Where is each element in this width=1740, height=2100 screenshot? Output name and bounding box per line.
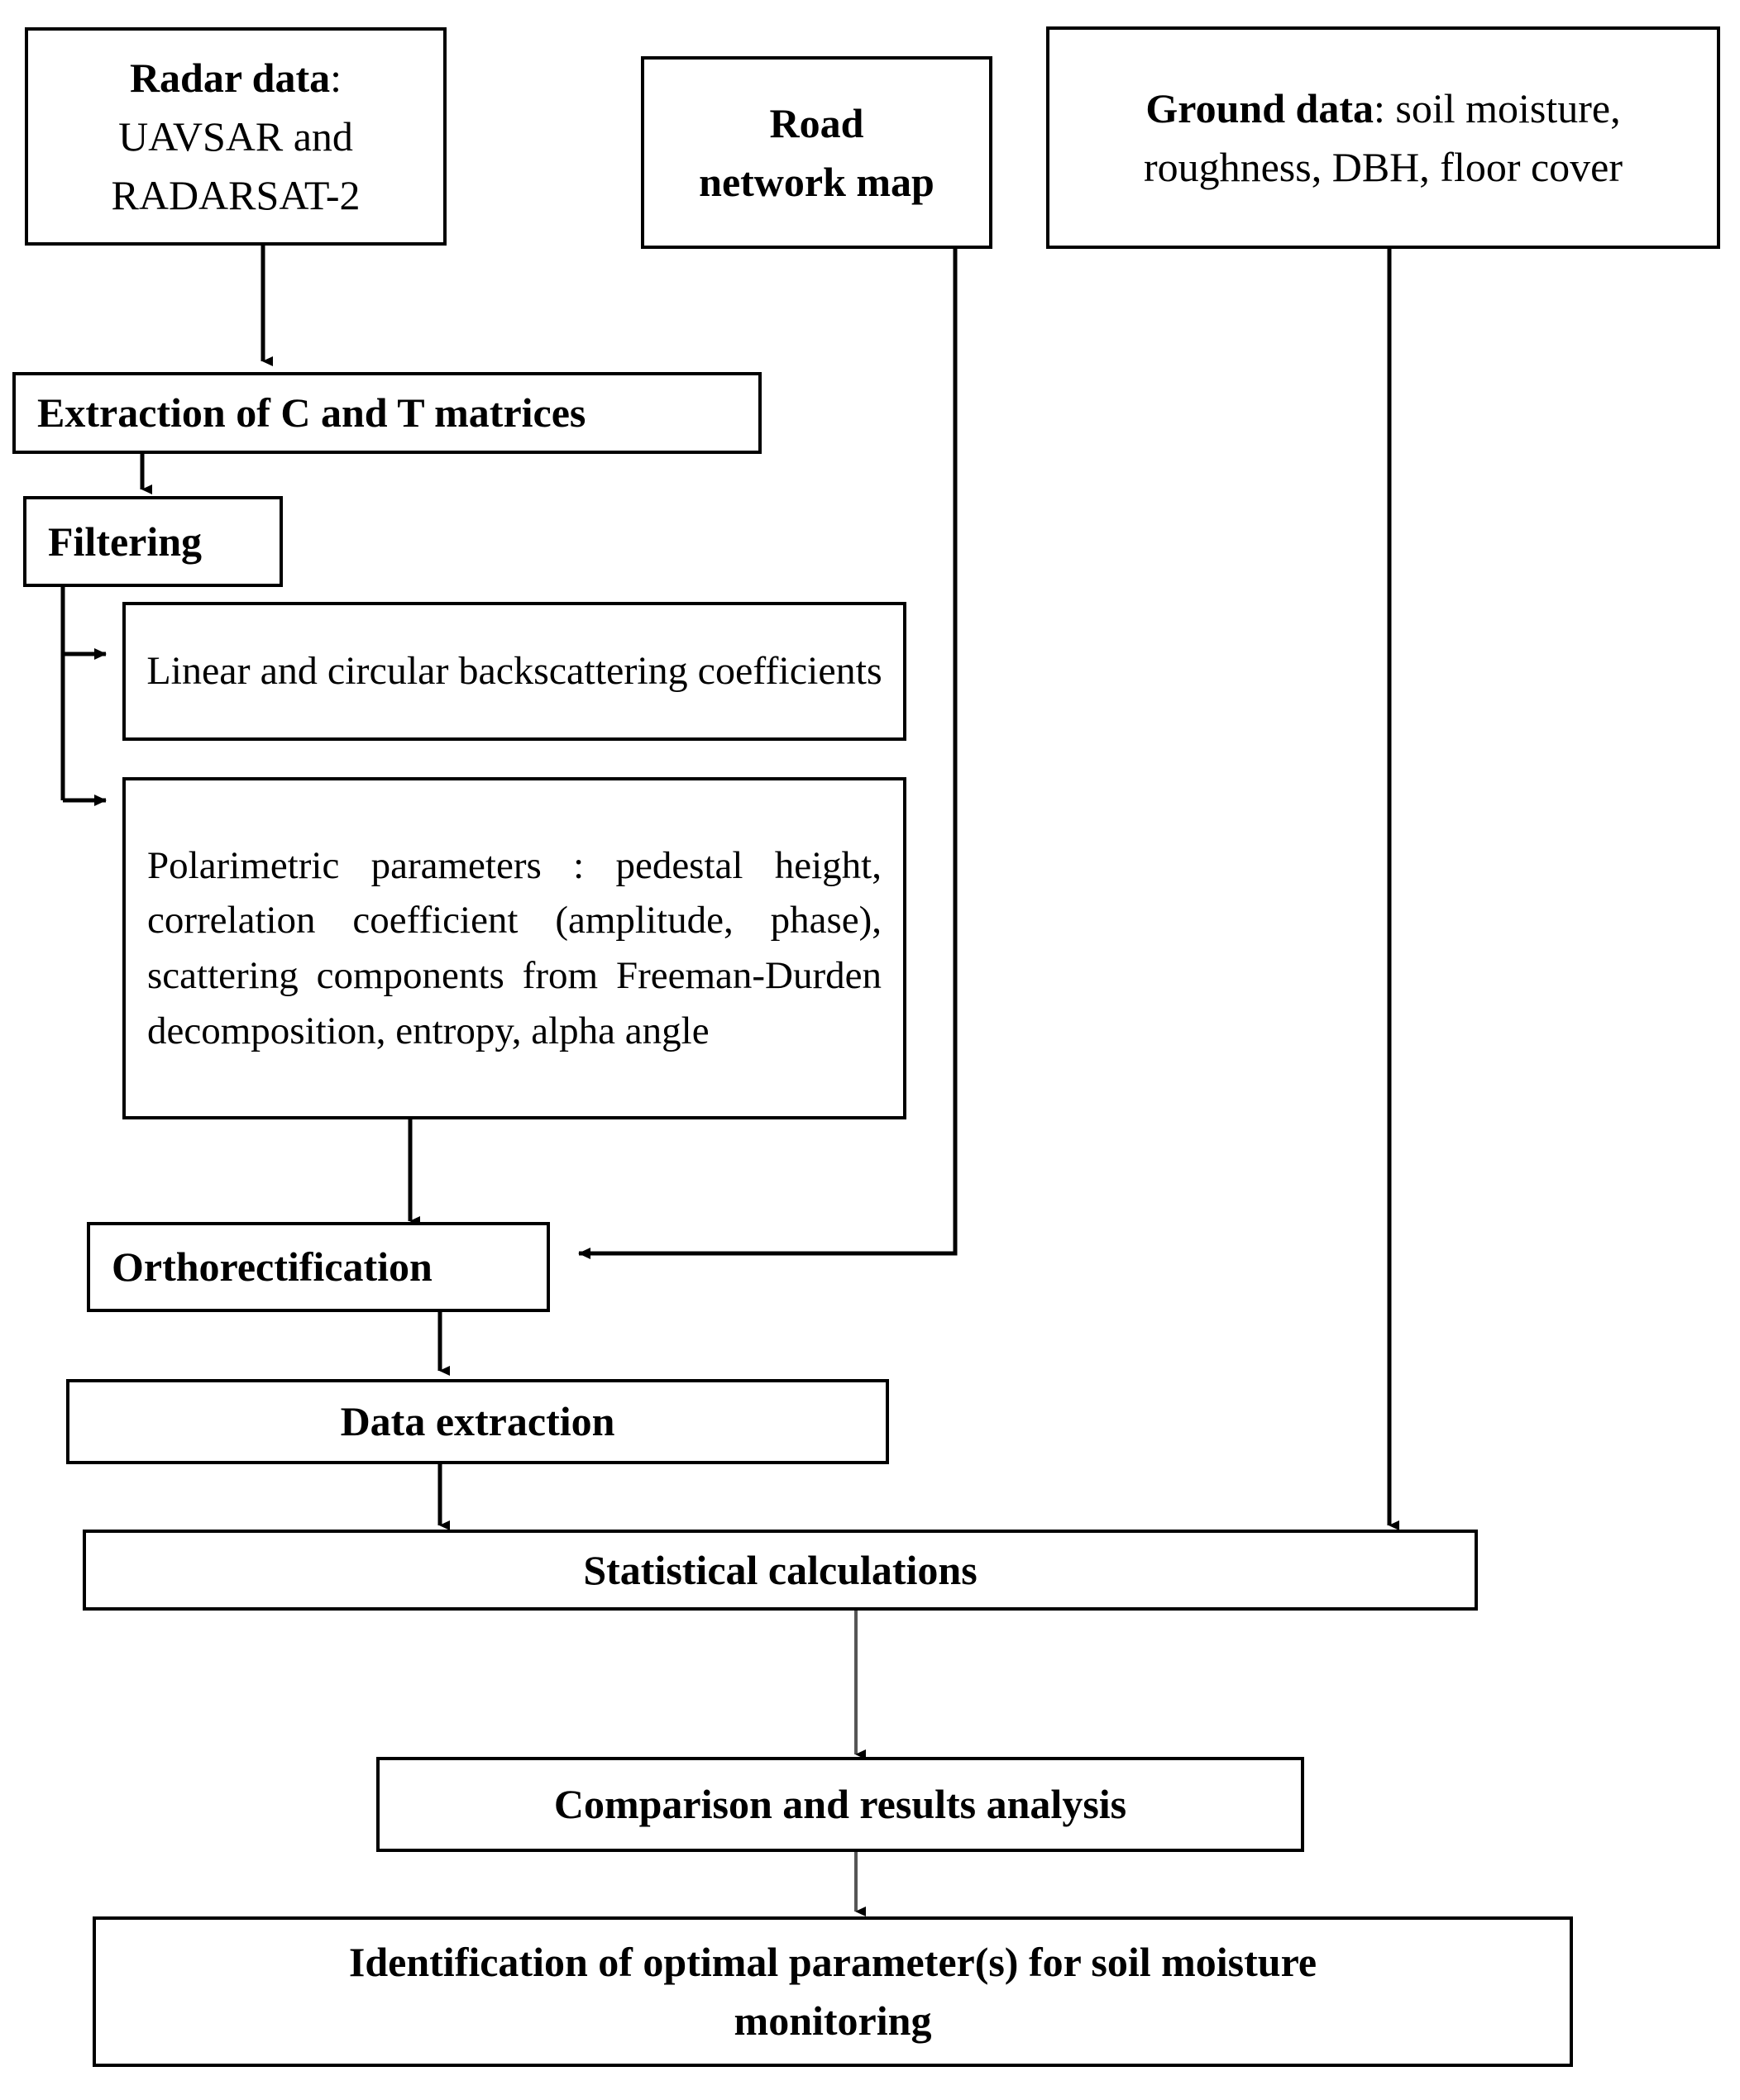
node-data-extraction-label: Data extraction [340,1398,615,1444]
node-orthorectification[interactable]: Orthorectification [87,1222,550,1312]
node-identification-optimal-parameters[interactable]: Identification of optimal parameter(s) f… [93,1916,1573,2067]
node-backscattering-coefficients[interactable]: Linear and circular backscattering coeff… [122,602,906,741]
node-statistical-calculations[interactable]: Statistical calculations [83,1530,1478,1611]
connector-filtering-branch [60,587,107,806]
node-ground-data-label: Ground data: soil moisture, roughness, D… [1143,84,1623,190]
node-filtering[interactable]: Filtering [23,496,283,587]
node-ground-data[interactable]: Ground data: soil moisture, roughness, D… [1046,26,1720,249]
node-orthorectification-label: Orthorectification [112,1243,433,1290]
node-polarimetric-parameters[interactable]: Polarimetric parameters : pedestal heigh… [122,777,906,1119]
node-filtering-label: Filtering [48,518,203,565]
node-polarimetric-parameters-label: Polarimetric parameters : pedestal heigh… [147,843,882,1052]
node-comparison-results-analysis[interactable]: Comparison and results analysis [376,1757,1304,1852]
node-statistical-calculations-label: Statistical calculations [583,1546,978,1593]
node-identification-optimal-parameters-label: Identification of optimal parameter(s) f… [348,1939,1317,2044]
node-data-extraction[interactable]: Data extraction [66,1379,889,1464]
node-extraction-c-t-matrices-label: Extraction of C and T matrices [37,389,586,436]
node-extraction-c-t-matrices[interactable]: Extraction of C and T matrices [12,372,762,454]
node-comparison-results-analysis-label: Comparison and results analysis [553,1781,1127,1827]
node-backscattering-coefficients-label: Linear and circular backscattering coeff… [146,648,882,693]
